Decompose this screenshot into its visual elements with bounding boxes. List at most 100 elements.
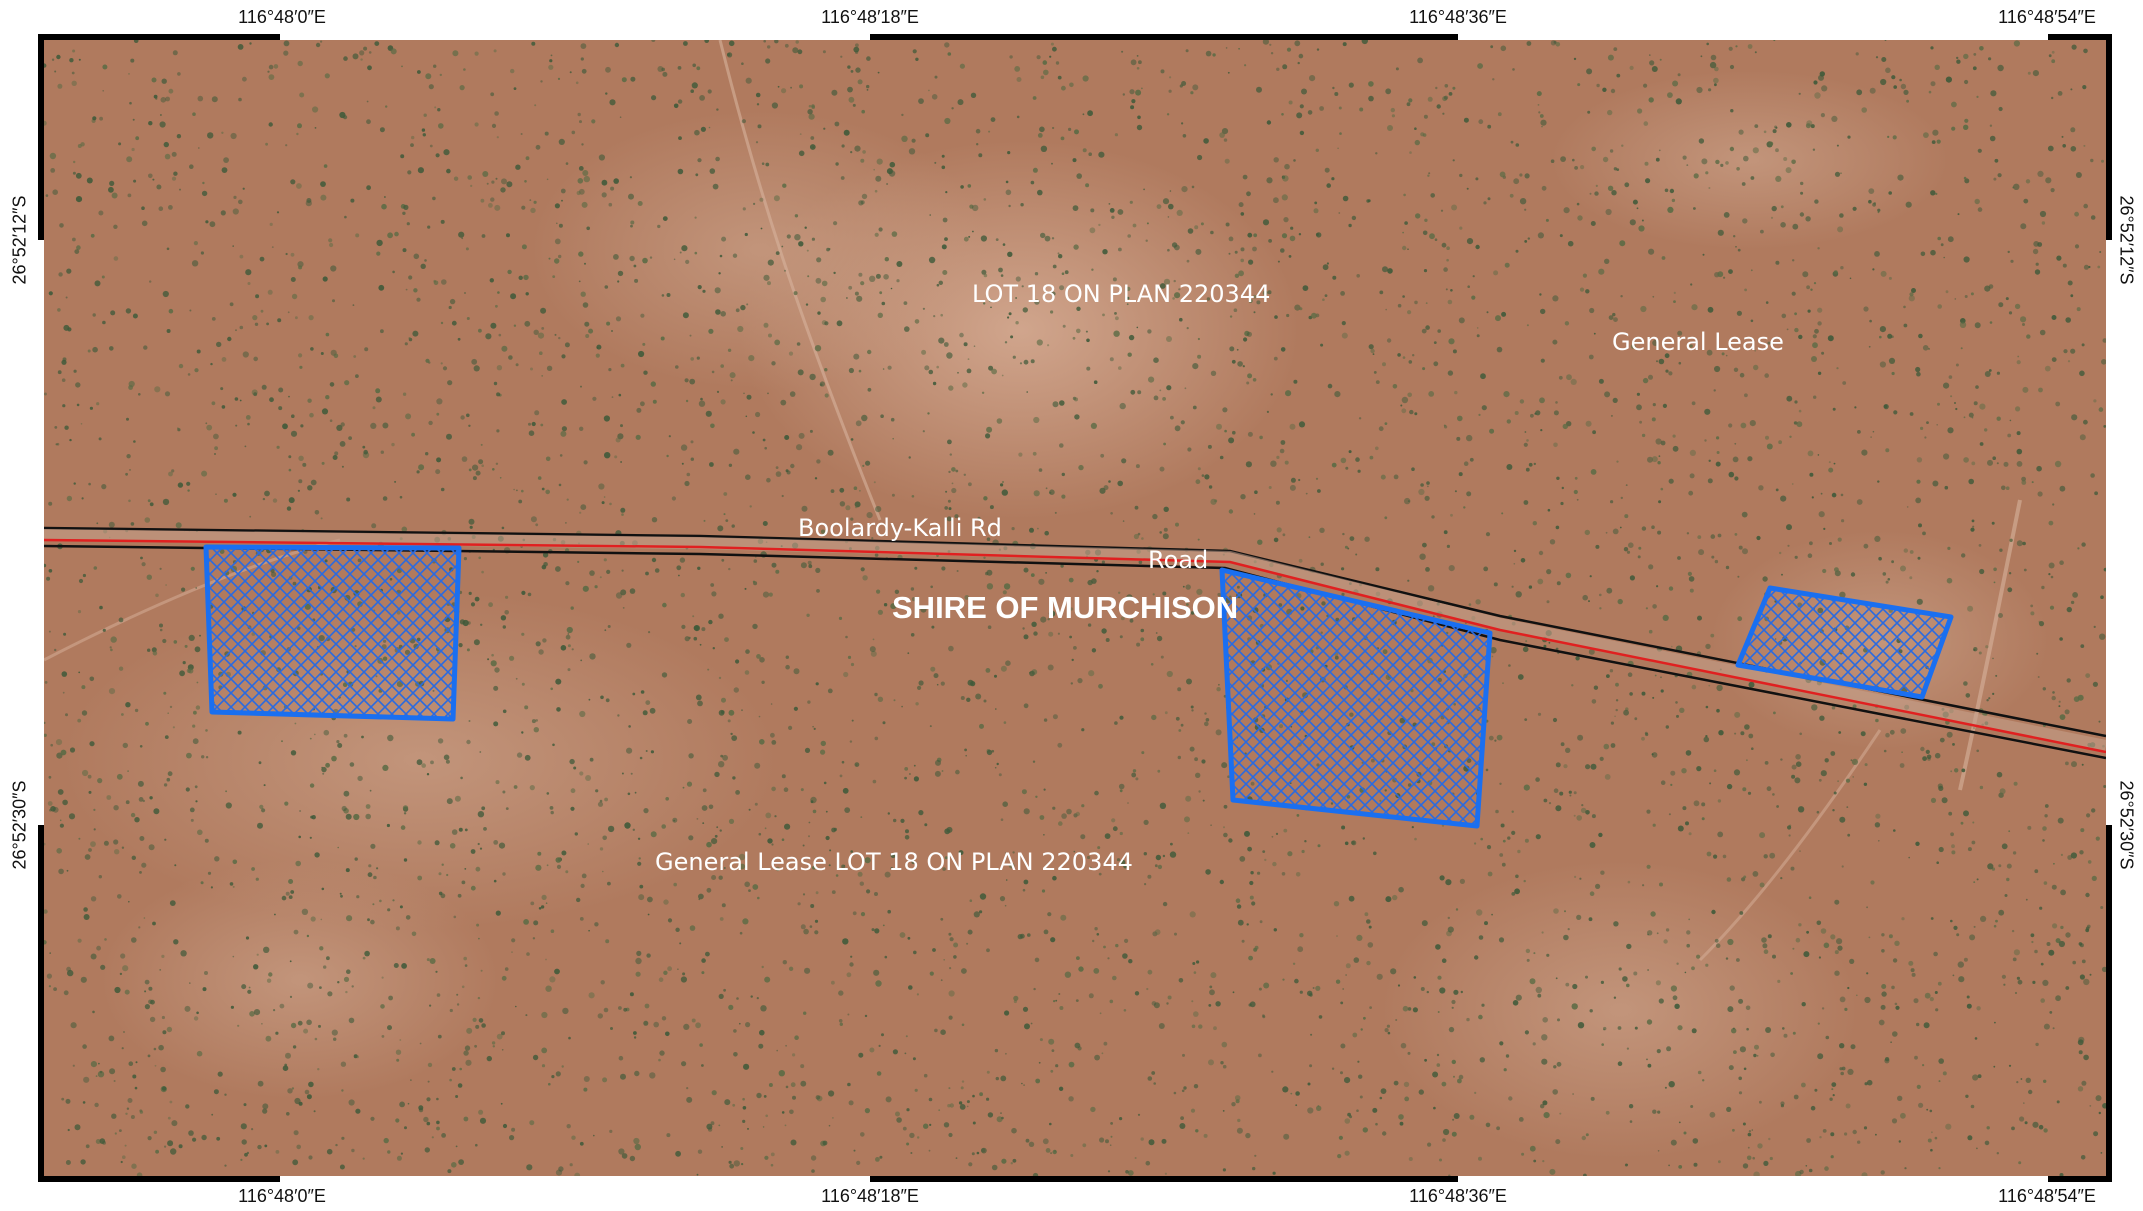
shrub <box>914 566 918 570</box>
shrub <box>1052 806 1056 810</box>
shrub <box>155 593 159 598</box>
shrub <box>166 1026 173 1033</box>
shrub <box>1819 715 1825 721</box>
shrub <box>173 171 178 176</box>
shrub <box>1765 301 1769 304</box>
shrub <box>1706 42 1709 46</box>
shrub <box>343 56 348 61</box>
shrub <box>850 850 853 853</box>
shrub <box>711 370 715 374</box>
shrub <box>470 602 476 607</box>
shrub <box>1814 1088 1818 1092</box>
shrub <box>814 477 818 480</box>
shrub <box>1884 1057 1890 1062</box>
shrub <box>1443 1128 1450 1136</box>
shrub <box>1553 410 1559 416</box>
shrub <box>618 1055 624 1061</box>
shrub <box>224 1093 227 1096</box>
shrub <box>1061 272 1065 276</box>
shrub <box>1756 535 1761 541</box>
shrub <box>1459 173 1463 178</box>
shrub <box>942 217 948 223</box>
shrub <box>1332 275 1337 280</box>
shrub <box>2048 54 2052 58</box>
shrub <box>421 128 426 132</box>
shrub <box>743 392 745 395</box>
shrub <box>479 847 483 850</box>
shrub <box>1547 508 1551 512</box>
shrub <box>1012 1158 1017 1163</box>
shrub <box>1425 567 1430 572</box>
shrub <box>1961 553 1966 558</box>
shrub <box>1836 144 1839 147</box>
shrub <box>1887 578 1891 581</box>
shrub <box>808 835 810 838</box>
shrub <box>266 322 269 326</box>
shrub <box>1352 1032 1358 1038</box>
shrub <box>1989 321 1993 324</box>
shrub <box>1937 236 1941 241</box>
shrub <box>821 280 828 287</box>
shrub <box>696 818 699 820</box>
shrub <box>273 1009 276 1012</box>
shrub <box>1375 567 1380 572</box>
shrub <box>723 513 726 516</box>
shrub <box>777 85 780 88</box>
shrub <box>728 40 735 47</box>
shrub <box>402 805 409 811</box>
shrub <box>175 522 182 529</box>
shrub <box>387 908 391 912</box>
shrub <box>614 42 620 48</box>
shrub <box>494 111 499 116</box>
shrub <box>1769 852 1776 859</box>
shrub <box>1864 996 1871 1004</box>
shrub <box>1058 1086 1064 1092</box>
shrub <box>1157 864 1163 870</box>
shrub <box>534 104 537 107</box>
shrub <box>1102 249 1108 255</box>
shrub <box>899 932 906 938</box>
shrub <box>491 653 494 657</box>
shrub <box>859 881 864 886</box>
shrub <box>1192 405 1197 410</box>
shrub <box>1879 326 1886 333</box>
shrub <box>639 884 644 889</box>
shrub <box>502 790 506 794</box>
shrub <box>541 1011 548 1019</box>
shrub <box>718 875 723 880</box>
shrub <box>615 316 622 322</box>
shrub <box>658 977 664 982</box>
shrub <box>1055 61 1060 65</box>
shrub <box>1075 999 1079 1002</box>
shrub <box>603 558 607 562</box>
shrub <box>679 942 682 945</box>
shrub <box>114 849 120 855</box>
shrub <box>1647 969 1649 971</box>
shrub <box>680 592 685 598</box>
shrub <box>1613 167 1618 171</box>
shrub <box>844 807 851 813</box>
shrub <box>603 496 606 498</box>
shrub <box>677 66 682 70</box>
shrub <box>322 772 325 775</box>
shrub <box>907 652 910 655</box>
shrub <box>707 668 710 671</box>
shrub <box>1460 990 1464 994</box>
shrub <box>232 245 234 247</box>
shrub <box>1013 999 1018 1004</box>
shrub <box>97 1071 105 1078</box>
shrub <box>1535 410 1541 416</box>
shrub <box>343 976 350 983</box>
shrub <box>1927 1138 1932 1143</box>
shrub <box>1326 183 1331 188</box>
shrub <box>1436 1063 1441 1067</box>
shrub <box>611 330 613 332</box>
shrub <box>345 813 352 820</box>
shrub <box>1552 717 1558 723</box>
shrub <box>615 437 621 443</box>
shrub <box>1297 946 1304 953</box>
shrub <box>1137 115 1141 120</box>
shrub <box>948 1087 951 1090</box>
shrub <box>1916 1084 1921 1089</box>
shrub <box>1909 292 1914 297</box>
